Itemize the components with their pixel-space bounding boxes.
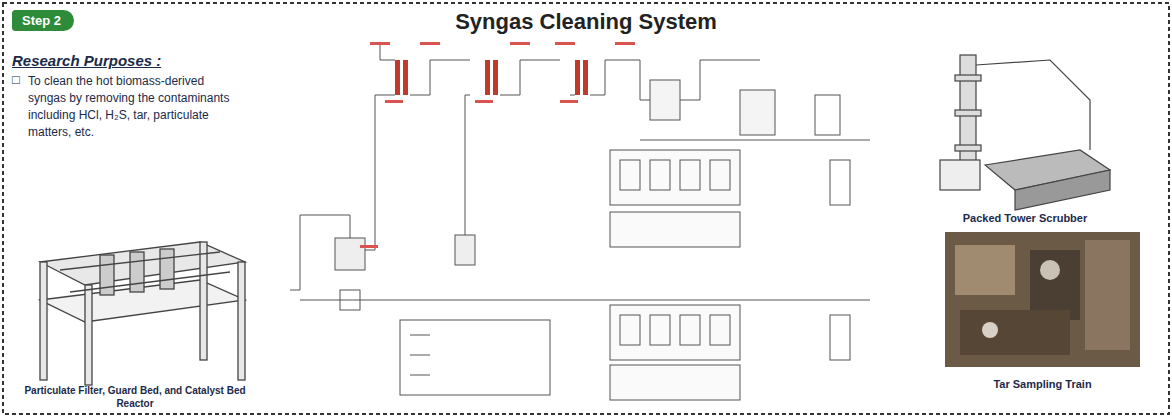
process-schematic bbox=[290, 45, 870, 400]
red-tags bbox=[360, 42, 635, 248]
dashed-frame bbox=[3, 3, 1169, 414]
step-tag: Step 2 bbox=[12, 10, 74, 31]
bullet: □ bbox=[12, 72, 26, 87]
tar-photo-detail bbox=[955, 240, 1130, 355]
figure-caption: Particulate Filter, Guard Bed, and Catal… bbox=[20, 384, 250, 410]
scrubber-drawing bbox=[940, 55, 1110, 210]
filter-frame-drawing bbox=[40, 242, 245, 385]
figure-caption: Tar Sampling Train bbox=[945, 378, 1140, 390]
diagram-title: Syngas Cleaning System bbox=[0, 9, 1172, 35]
step-label: Step 2 bbox=[22, 13, 62, 28]
tar-photo bbox=[945, 232, 1140, 367]
heading: Research Purposes : bbox=[12, 52, 252, 69]
purpose-text: To clean the hot biomass-derived syngas … bbox=[28, 73, 233, 141]
reactor-columns bbox=[395, 60, 588, 95]
figure-caption: Packed Tower Scrubber bbox=[925, 212, 1125, 224]
